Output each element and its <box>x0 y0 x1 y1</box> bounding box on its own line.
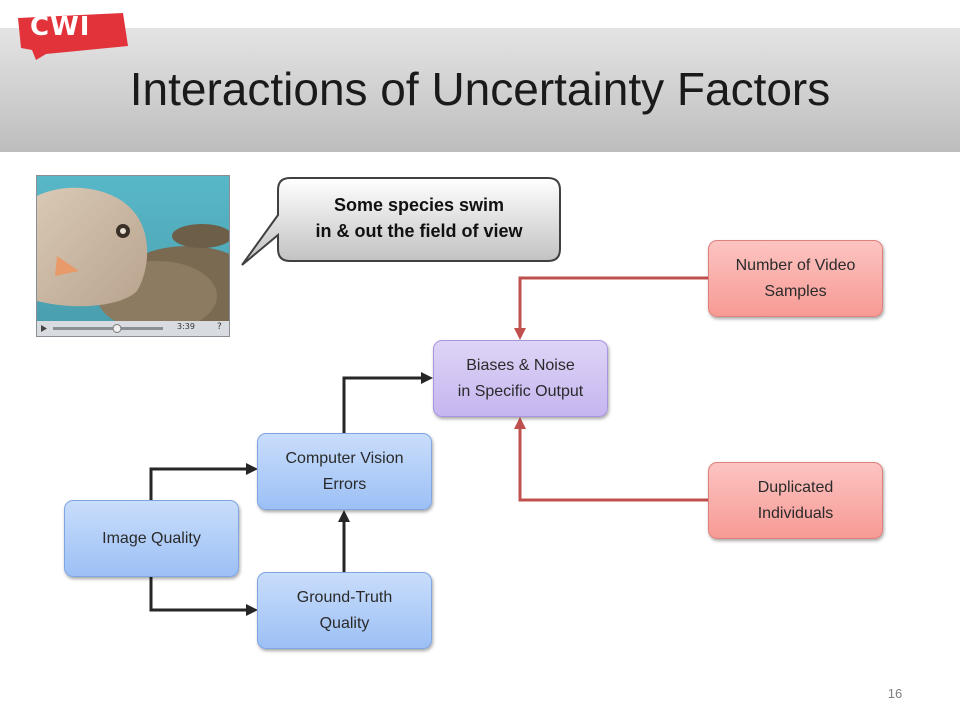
video-time-label: 3:39 <box>177 322 195 331</box>
node-ground-truth-quality: Ground-Truth Quality <box>257 572 432 649</box>
node-number-of-video-samples: Number of Video Samples <box>708 240 883 317</box>
callout-line-2: in & out the field of view <box>315 221 523 241</box>
logo-text: CWI <box>30 12 91 42</box>
arrow-cv-to-biases <box>342 376 423 433</box>
node-image-quality: Image Quality <box>64 500 239 577</box>
arrowhead-image-to-gt <box>246 604 258 616</box>
slide-title: Interactions of Uncertainty Factors <box>129 63 831 115</box>
node-video-samples-line-1: Number of Video <box>735 256 856 274</box>
cwi-logo <box>18 13 128 60</box>
node-image-quality-label: Image Quality <box>102 529 201 547</box>
arrow-image-to-gt <box>149 577 248 612</box>
node-biases-line-1: Biases & Noise <box>466 356 575 374</box>
page-number: 16 <box>887 686 903 701</box>
speech-bubble <box>241 177 561 266</box>
arrow-samples-to-biases <box>518 276 708 330</box>
arrowhead-gt-to-cv <box>338 510 350 522</box>
callout-line-1: Some species swim <box>333 195 505 215</box>
video-thumbnail[interactable]: 3:39 ? <box>36 175 230 337</box>
arrow-duplicated-to-biases <box>518 427 708 502</box>
node-gt-quality-line-1: Ground-Truth <box>296 588 393 606</box>
node-duplicated-line-1: Duplicated <box>757 478 834 496</box>
header-band <box>0 28 960 152</box>
arrow-image-to-cv <box>149 467 248 500</box>
arrowhead-duplicated-to-biases <box>514 417 526 429</box>
node-duplicated-line-2: Individuals <box>757 504 834 522</box>
arrowhead-cv-to-biases <box>421 372 433 384</box>
node-biases-line-2: in Specific Output <box>457 382 584 400</box>
arrowhead-samples-to-biases <box>514 328 526 340</box>
video-help-icon[interactable]: ? <box>217 322 222 332</box>
node-biases-noise: Biases & Noise in Specific Output <box>433 340 608 417</box>
fish-video-image <box>37 176 229 336</box>
callout-text: Some species swim in & out the field of … <box>278 192 560 244</box>
node-video-samples-line-2: Samples <box>764 282 827 300</box>
arrowhead-image-to-cv <box>246 463 258 475</box>
node-computer-vision-errors: Computer Vision Errors <box>257 433 432 510</box>
node-duplicated-individuals: Duplicated Individuals <box>708 462 883 539</box>
node-cv-errors-line-2: Errors <box>322 475 367 493</box>
node-cv-errors-line-1: Computer Vision <box>285 449 404 467</box>
node-gt-quality-line-2: Quality <box>319 614 370 632</box>
